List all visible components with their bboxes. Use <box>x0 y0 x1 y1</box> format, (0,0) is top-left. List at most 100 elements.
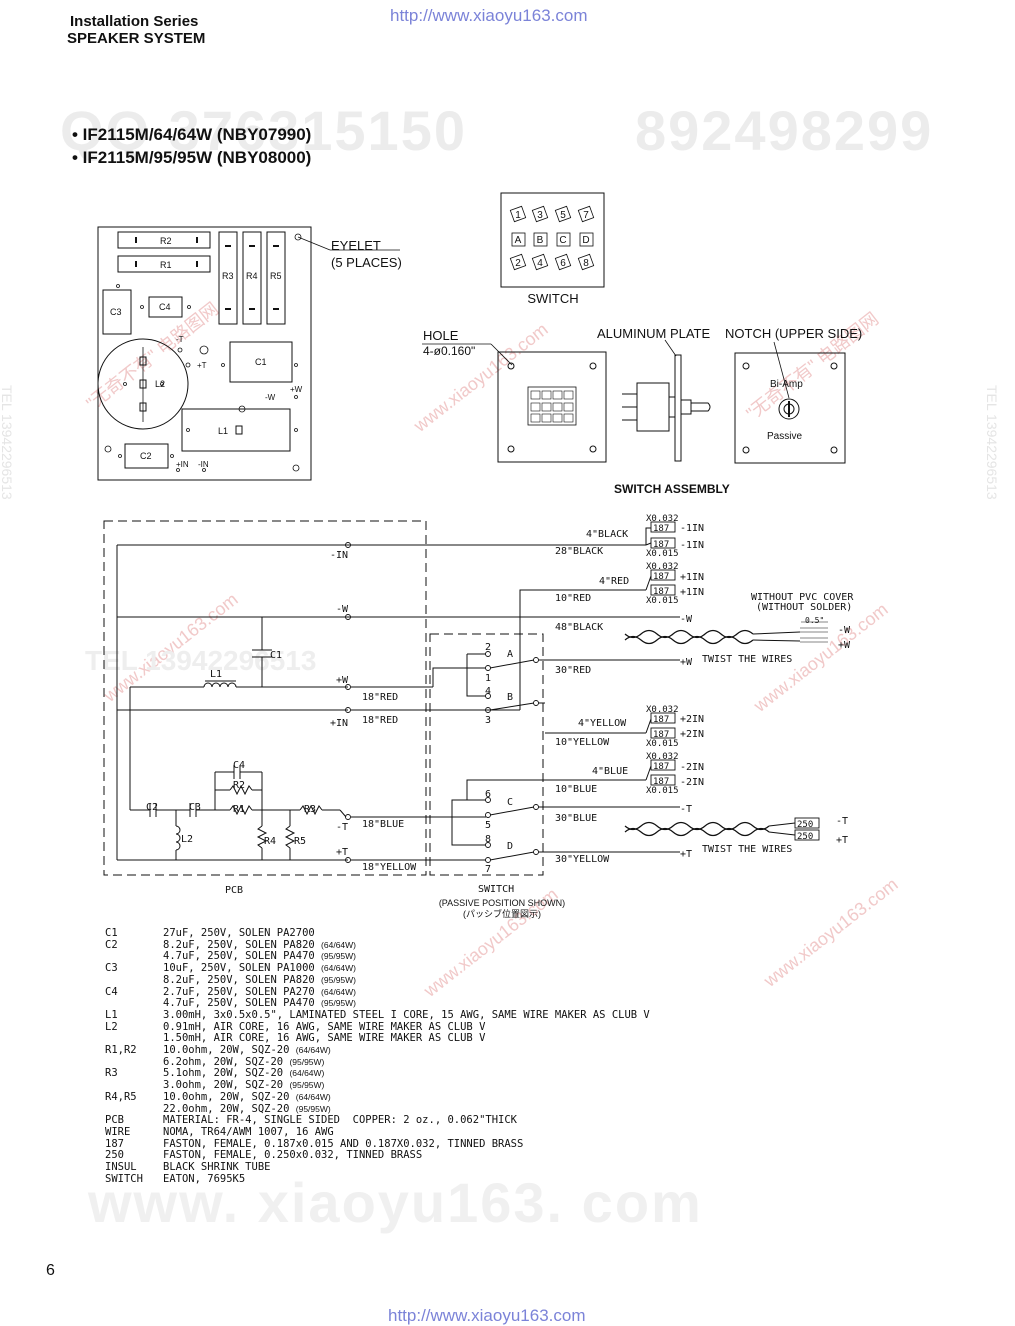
eyelet-count: (5 PLACES) <box>331 255 402 270</box>
schematic-pcb-box <box>103 520 427 876</box>
pcb-label-r2: R2 <box>160 236 172 246</box>
term-m1in-b: -1IN <box>680 540 704 551</box>
sw-pin-b: B <box>507 692 513 703</box>
part-spec-text: 5.1ohm, 20W, SQZ-20 <box>163 1067 284 1080</box>
part-ref: R1,R2 <box>105 1044 137 1057</box>
pcb-l1 <box>181 408 291 452</box>
part-spec: FASTON, FEMALE, 0.250x0.032, TINNED BRAS… <box>163 1150 650 1162</box>
sw-pin-8: 8 <box>485 834 491 845</box>
term-x015-3: X0.015 <box>646 739 679 749</box>
sw-pin-a: A <box>507 649 513 660</box>
part-ref: L2 <box>105 1020 118 1033</box>
dim-label: 0.5" <box>805 616 824 625</box>
pvc-label-2: (WITHOUT SOLDER) <box>756 602 852 613</box>
term-250-2: 250 <box>797 832 813 842</box>
wire-red18a: 18"RED <box>362 692 398 703</box>
switch-letter-c: C <box>559 235 566 246</box>
term-mw-inline: -W <box>680 614 693 625</box>
part-spec: 8.2uF, 250V, SOLEN PA820 (95/95W) <box>163 974 650 987</box>
switch-letter-b: B <box>537 235 544 246</box>
term-x015-2: X0.015 <box>646 596 679 606</box>
parts-row: 3.0ohm, 20W, SQZ-20 (95/95W) <box>105 1079 650 1092</box>
part-spec: 5.1ohm, 20W, SQZ-20 (64/64W) <box>163 1068 650 1080</box>
hole-label: HOLE <box>423 328 459 343</box>
part-variant-note: (95/95W) <box>321 951 357 962</box>
part-ref: PCB <box>105 1114 124 1127</box>
comp-r1: R1 <box>233 804 245 815</box>
notch-label: NOTCH (UPPER SIDE) <box>725 326 862 341</box>
switch-num-2: 2 <box>515 258 521 269</box>
pcb-label-c1: C1 <box>255 357 267 367</box>
parts-row: C3 10uF, 250V, SOLEN PA1000 (64/64W) <box>105 962 650 975</box>
part-ref: WIRE <box>105 1125 131 1138</box>
comp-l2: L2 <box>181 834 193 845</box>
pcb-label-pw: +W <box>290 385 303 394</box>
pcb-outline <box>97 226 312 481</box>
part-spec: NOMA, TR64/AWM 1007, 16 AWG <box>163 1125 650 1139</box>
parts-row: WIRE NOMA, TR64/AWM 1007, 16 AWG <box>105 1125 650 1139</box>
header-series: Installation Series <box>70 13 199 30</box>
pvc-label-1: WITHOUT PVC COVER <box>751 592 854 603</box>
term-pw-inline: +W <box>680 657 693 668</box>
wire-red18b: 18"RED <box>362 715 398 726</box>
term-x015-4: X0.015 <box>646 786 679 796</box>
term-mw-end: -W <box>838 625 851 636</box>
comp-c4: C4 <box>233 760 245 771</box>
watermark-url-bottom[interactable]: http://www.xiaoyu163.com <box>388 1306 586 1325</box>
node-min: -IN <box>330 550 348 561</box>
watermark-url-top[interactable]: http://www.xiaoyu163.com <box>390 6 588 25</box>
node-mt: -T <box>336 822 348 833</box>
pcb-label-r4: R4 <box>246 271 258 281</box>
comp-r5: R5 <box>294 836 306 847</box>
aluminum-plate-label: ALUMINUM PLATE <box>597 326 710 341</box>
biamp-label: Bi-Amp <box>770 379 803 390</box>
part-ref: C3 <box>105 962 118 975</box>
pcb-r3 <box>218 231 238 325</box>
sw-pin-6: 6 <box>485 789 491 800</box>
part-variant-note: (95/95W) <box>289 1080 325 1091</box>
pcb-label-pin: +IN <box>176 460 189 469</box>
pcb-label-mt: -T <box>176 335 184 344</box>
comp-c1: C1 <box>270 650 282 661</box>
schematic <box>103 520 828 876</box>
wire-yellow4: 4"YELLOW <box>578 718 627 729</box>
parts-row: 22.0ohm, 20W, SQZ-20 (95/95W) <box>105 1103 650 1116</box>
switch-assembly-caption: SWITCH ASSEMBLY <box>614 482 730 496</box>
part-spec: 22.0ohm, 20W, SQZ-20 (95/95W) <box>163 1103 650 1116</box>
part-spec-text: 4.7uF, 250V, SOLEN PA470 <box>163 950 315 963</box>
term-p1in-b: +1IN <box>680 587 704 598</box>
parts-row: 4.7uF, 250V, SOLEN PA470 (95/95W) <box>105 951 650 963</box>
hole-size: 4-ø0.160" <box>423 344 475 358</box>
part-spec-text: NOMA, TR64/AWM 1007, 16 AWG <box>163 1125 334 1138</box>
switch-num-7: 7 <box>583 210 589 221</box>
plate-rear <box>734 352 846 464</box>
term-187-4: 187 <box>653 587 669 597</box>
sw-pin-3: 3 <box>485 715 491 726</box>
part-spec-text: BLACK SHRINK TUBE <box>163 1161 271 1174</box>
part-variant-note: (64/64W) <box>321 963 357 974</box>
part-spec-text: 27uF, 250V, SOLEN PA2700 <box>163 927 315 939</box>
part-spec: 27uF, 250V, SOLEN PA2700 <box>163 927 650 940</box>
part-spec: 4.7uF, 250V, SOLEN PA470 (95/95W) <box>163 951 650 963</box>
part-spec: BLACK SHRINK TUBE <box>163 1161 650 1174</box>
hole-leader <box>490 343 513 366</box>
pcb-l2-coil <box>97 338 189 430</box>
wire-red10: 10"RED <box>555 593 591 604</box>
term-mt-end: -T <box>836 816 848 827</box>
part-spec-text: 4.7uF, 250V, SOLEN PA470 <box>163 997 315 1010</box>
header-system: SPEAKER SYSTEM <box>67 30 206 47</box>
part-spec-text: 10.0ohm, 20W, SQZ-20 <box>163 1044 290 1057</box>
part-spec-text: 10uF, 250V, SOLEN PA1000 <box>163 962 315 975</box>
part-spec: 10.0ohm, 20W, SQZ-20 (64/64W) <box>163 1091 650 1104</box>
part-ref: L1 <box>105 1008 118 1021</box>
switch-top-view <box>500 192 605 288</box>
wire-yellow30: 30"YELLOW <box>555 854 610 865</box>
switch-side-body <box>636 382 670 432</box>
